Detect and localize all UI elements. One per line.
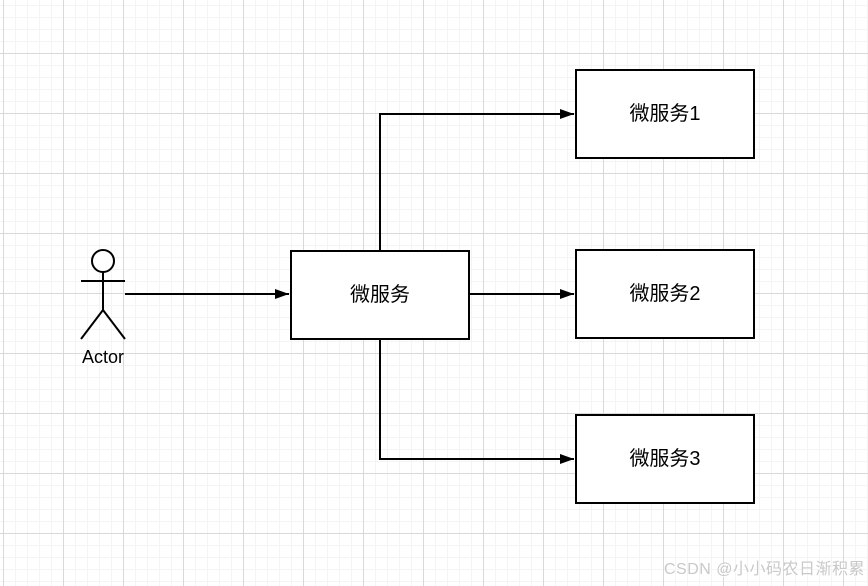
node-service1: 微服务1 xyxy=(575,69,755,159)
actor-head xyxy=(91,249,115,273)
node-label: 微服务3 xyxy=(629,448,701,470)
node-gateway: 微服务 xyxy=(290,250,470,340)
actor-right-leg xyxy=(102,309,126,340)
actor-left-leg xyxy=(80,309,104,340)
connector-gateway-to-service3 xyxy=(379,340,574,464)
connector-gateway-to-service1 xyxy=(379,109,574,250)
node-service3: 微服务3 xyxy=(575,414,755,504)
actor-label: Actor xyxy=(81,347,124,367)
node-service2: 微服务2 xyxy=(575,249,755,339)
node-label: 微服务2 xyxy=(629,283,701,305)
actor-icon xyxy=(80,249,126,340)
node-label: 微服务1 xyxy=(629,103,701,125)
watermark-text: CSDN @小小码农日渐积累 xyxy=(663,561,865,578)
node-label: 微服务 xyxy=(350,284,410,306)
